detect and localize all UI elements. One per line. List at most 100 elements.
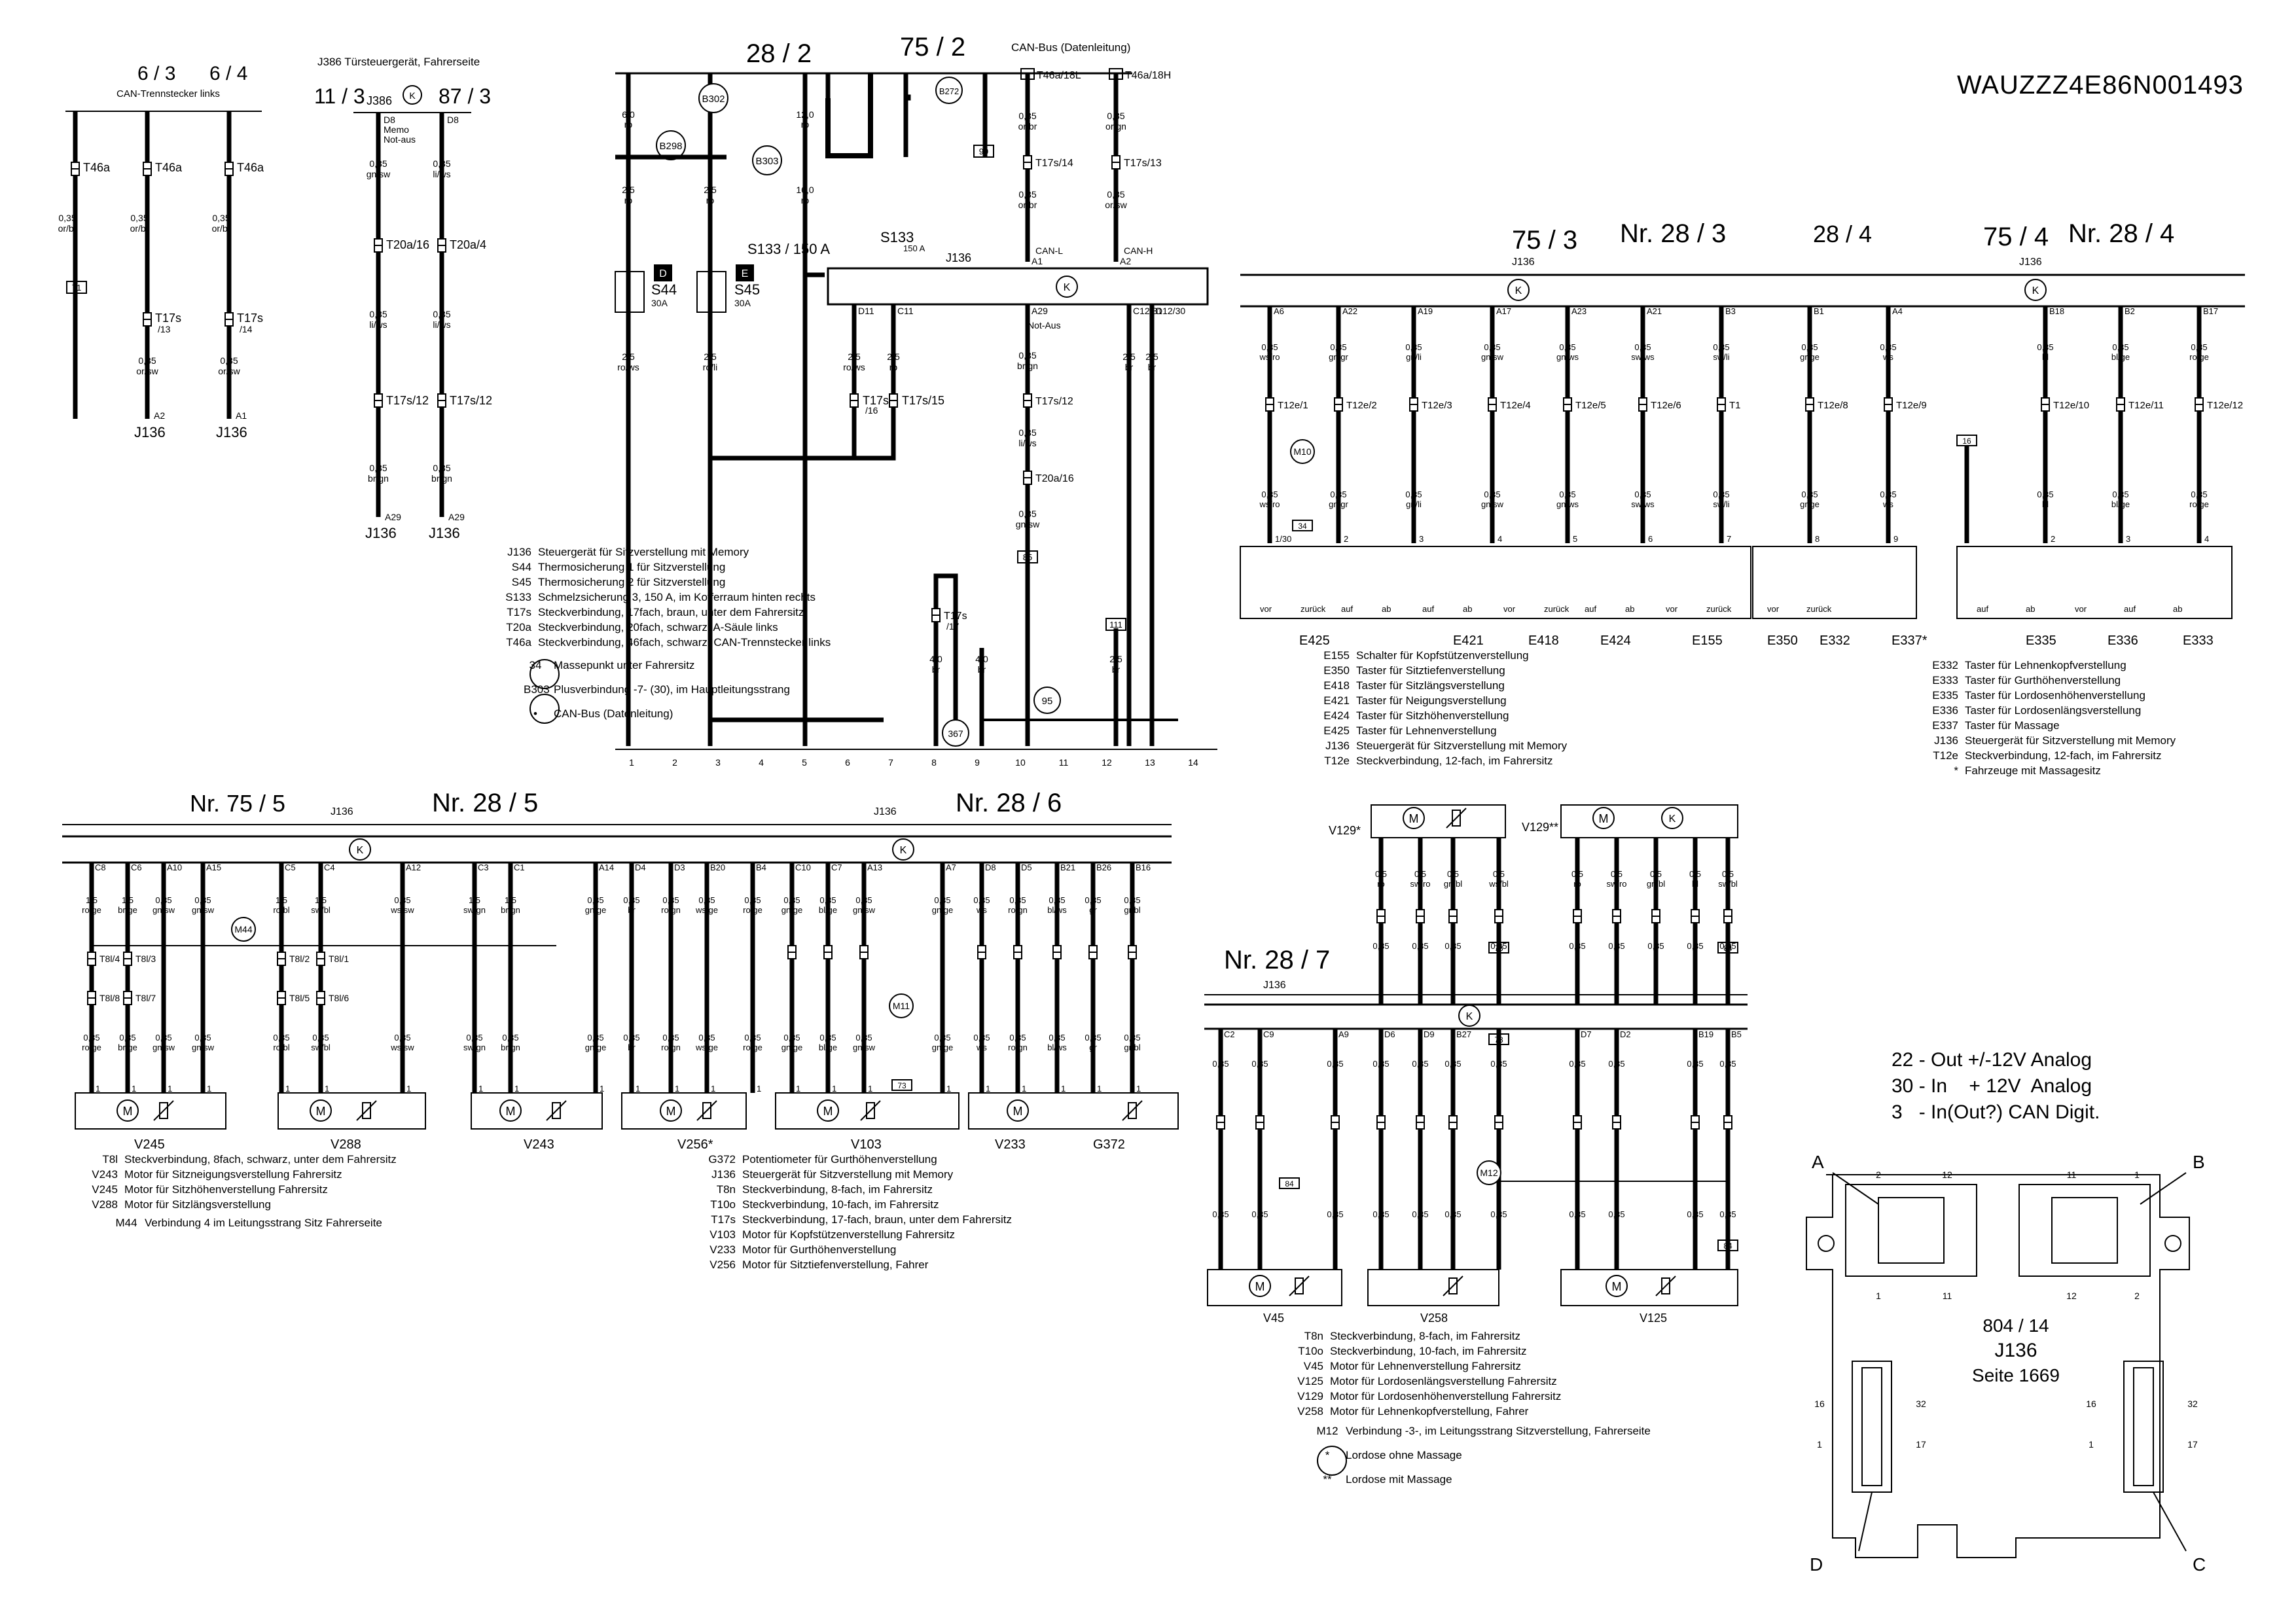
pin-label: 1 <box>868 1084 872 1094</box>
wire-gauge: 0,35 <box>1412 1059 1428 1069</box>
pin-label: 3 <box>2126 534 2130 544</box>
wire-color: gr/ge <box>1800 499 1820 509</box>
track-number: 2 <box>672 757 677 768</box>
wire-gauge: 0,35 <box>194 895 211 905</box>
pins-note: 22 - Out +/-12V Analog 30 - In + 12V Ana… <box>1892 1047 2100 1126</box>
wire-gauge: 0,35 <box>1801 490 1818 499</box>
pin-label: 1 <box>757 1084 761 1094</box>
legend-text: Thermosicherung 1 für Sitzverstellung <box>538 561 726 573</box>
j136-symbol-letter: K <box>1064 282 1071 293</box>
pin-label: B2 <box>2125 306 2135 316</box>
wire-color: or/br <box>58 223 77 234</box>
wire-gauge: 0,35 <box>1009 895 1026 905</box>
switch-name: E421 <box>1453 633 1484 648</box>
connector-label: T1 <box>1729 400 1741 411</box>
connector-label: T17s/12 <box>1035 396 1073 407</box>
wire-color: br/gn <box>431 473 452 484</box>
legend-text: CAN-Bus (Datenleitung) <box>554 707 673 720</box>
connector-d-inner <box>1861 1367 1882 1486</box>
j136-label: J136 <box>2019 257 2042 268</box>
connector-label: T17s/14 <box>1035 158 1073 169</box>
pin-label: D12/30 <box>1156 306 1185 316</box>
s44-label: S44 <box>651 281 677 298</box>
wire-color: br/gn <box>501 1043 520 1052</box>
leader-b <box>2140 1172 2187 1205</box>
splice-dot <box>905 94 911 101</box>
j386-title: J386 Türsteuergerät, Fahrerseite <box>317 56 480 68</box>
wire-gauge: 0,35 <box>1107 189 1124 200</box>
v129b-box <box>1560 804 1738 838</box>
pin-label: A29 <box>385 512 401 522</box>
b303-label: B303 <box>755 156 778 167</box>
legend-text: Steckverbindung, 8-fach, im Fahrersitz <box>1330 1330 1521 1342</box>
legend-key: V129 <box>1297 1390 1323 1402</box>
wire-gauge: 12,0 <box>796 109 814 120</box>
wire-gauge: 0,35 <box>1569 1209 1585 1219</box>
switch-block-28-4b <box>1956 546 2233 619</box>
m10-symbol <box>1290 439 1315 464</box>
wire-gauge: 0,35 <box>1251 1209 1268 1219</box>
can-trennstecker-label: CAN-Trennstecker links <box>117 88 220 99</box>
j386-symbol-letter: K <box>409 90 416 101</box>
wire-color: ro/gn <box>1008 905 1028 915</box>
switch-block-28-3 <box>1240 546 1751 619</box>
wire-color: ro/ge <box>743 905 762 915</box>
switch-label: zurück <box>1706 604 1732 614</box>
pin-label: 1 <box>132 1084 136 1094</box>
connector-label: T20a/16 <box>1035 473 1074 484</box>
module-pin-label: 12 <box>2066 1291 2077 1301</box>
switch-name: E333 <box>2183 633 2214 648</box>
legend-key: J136 <box>507 546 531 558</box>
connector-label: T8l/5 <box>289 993 310 1003</box>
wire-gauge: 0,35 <box>623 895 639 905</box>
wire-color: or/sw <box>218 366 240 376</box>
wire-gauge: 0,35 <box>1608 1059 1624 1069</box>
wire-color: ws <box>976 1043 987 1052</box>
wire-gauge: 0,35 <box>1330 342 1346 352</box>
heavy-wire <box>825 73 873 158</box>
j136-label: J136 <box>365 525 397 541</box>
motor-letter: M <box>666 1105 676 1118</box>
connector-b-inner <box>2051 1197 2118 1264</box>
legend-key: T12e <box>1324 755 1350 767</box>
b298-label: B298 <box>659 141 682 152</box>
motor-letter: M <box>1409 812 1419 825</box>
wire-gauge: 0,35 <box>1713 490 1729 499</box>
legend-text: Taster für Lehnenkopfverstellung <box>1965 659 2126 671</box>
wire-gauge: 0,35 <box>1719 1059 1736 1069</box>
wire-color: bl <box>2042 352 2049 362</box>
wire-color: ws <box>976 905 987 915</box>
wire-color: ro <box>1377 879 1385 889</box>
wire-color: sw/bl <box>311 905 331 915</box>
track-number: 7 <box>888 757 893 768</box>
wire-gauge: 0,35 <box>369 158 387 169</box>
pin-label: 1 <box>986 1084 990 1094</box>
wire-gauge: 2,5 <box>622 351 635 362</box>
switch-label: ab <box>2026 604 2035 614</box>
legend-key: E418 <box>1323 679 1350 692</box>
legend-text: Motor für Sitzlängsverstellung <box>124 1198 271 1211</box>
wire-color: ro <box>889 362 898 372</box>
switch-label: vor <box>1767 604 1780 614</box>
motor-symbol <box>310 1099 332 1122</box>
wire-color: br/ge <box>118 905 137 915</box>
wire-gauge: 2,5 <box>1109 654 1122 664</box>
pin-label: A10 <box>167 863 182 872</box>
track-number: 3 <box>715 757 721 768</box>
wire-color: li/ws <box>369 319 387 330</box>
wire-gauge: 0,35 <box>1327 1209 1343 1219</box>
wire-gauge: 0,35 <box>369 309 387 319</box>
pin-label: C5 <box>285 863 296 872</box>
j136-symbol-letter: K <box>2032 285 2039 296</box>
motor-symbol <box>1403 807 1425 829</box>
connector-label: T17s <box>863 394 889 407</box>
pin-label: D11 <box>858 306 874 316</box>
wire-gauge: 1,5 <box>86 895 98 905</box>
corner-d: D <box>1810 1554 1823 1575</box>
section-label: 6 / 4 <box>209 63 247 84</box>
